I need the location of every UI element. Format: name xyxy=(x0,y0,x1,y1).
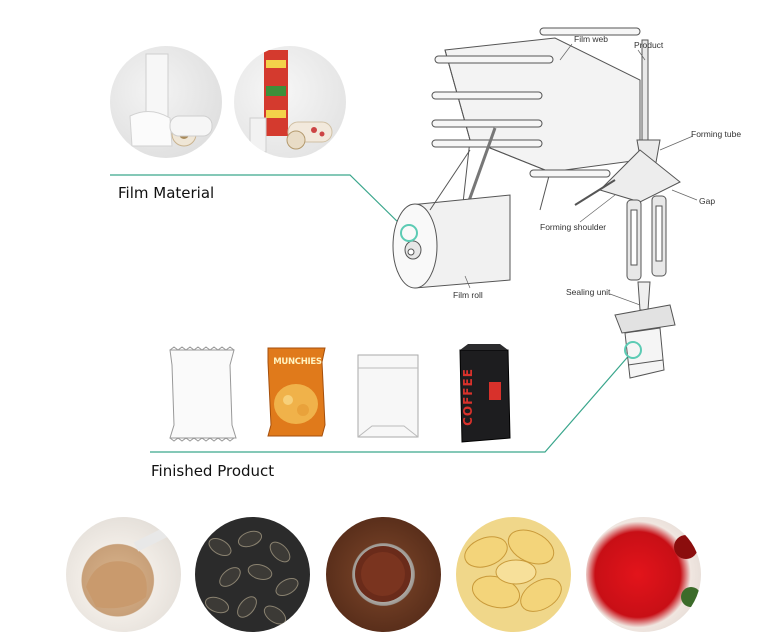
film-material-caption: Film Material xyxy=(118,184,215,202)
film-roll-photo-printed xyxy=(234,46,346,158)
bag-highlight-ring xyxy=(624,341,642,359)
coffee-brand-text: COFFEE xyxy=(461,368,475,426)
label-film-web: Film web xyxy=(574,34,609,44)
finished-product-caption: Finished Product xyxy=(151,462,275,480)
label-forming-shoulder: Forming shoulder xyxy=(540,222,607,232)
ground-coffee-photo xyxy=(326,517,441,632)
potato-chips-photo xyxy=(456,517,571,632)
label-forming-tube: Forming tube xyxy=(691,129,742,139)
watermelon-seeds-photo xyxy=(195,517,310,632)
sealing-unit xyxy=(614,304,676,334)
munchies-brand-text: MUNCHIES xyxy=(273,357,322,367)
forming-shoulder xyxy=(599,149,681,203)
pillow-pack xyxy=(169,349,237,439)
tomato-sauce-photo xyxy=(586,517,701,632)
film-material-connector xyxy=(110,174,409,233)
film-roll-highlight-ring xyxy=(400,224,418,242)
label-sealing-unit: Sealing unit xyxy=(566,287,611,297)
label-film-roll: Film roll xyxy=(453,290,483,300)
label-product: Product xyxy=(634,40,664,50)
film-roll-photo-clear xyxy=(110,46,222,158)
protein-powder-photo xyxy=(66,517,181,632)
stand-up-pouch xyxy=(357,354,419,438)
finished-product-connector xyxy=(150,351,633,453)
label-gap: Gap xyxy=(699,196,716,206)
formed-bag xyxy=(624,327,665,379)
